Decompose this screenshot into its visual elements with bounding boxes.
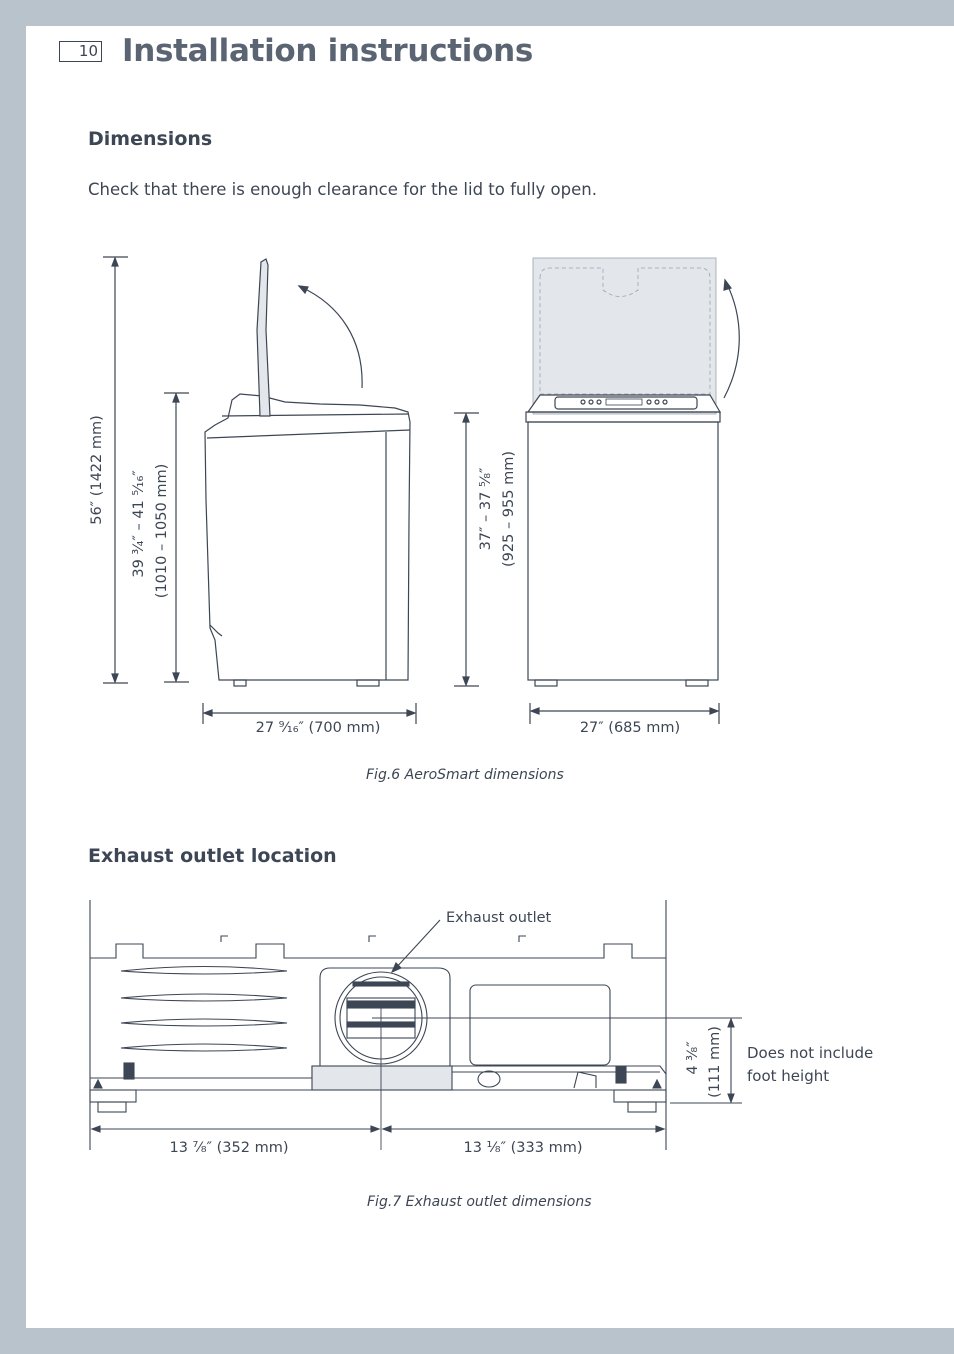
- dimensions-heading: Dimensions: [88, 128, 213, 150]
- right-distance-label: 13 ¹⁄₈″ (333 mm): [464, 1140, 583, 1156]
- depth-label: 27 ⁹⁄₁₆″ (700 mm): [256, 720, 381, 736]
- page-title: Installation instructions: [122, 33, 534, 69]
- side-height-imperial-label: 39 ³⁄₄″ – 41 ⁵⁄₁₆″: [131, 470, 147, 578]
- exhaust-outlet-label: Exhaust outlet: [446, 910, 552, 926]
- exhaust-heading: Exhaust outlet location: [88, 845, 337, 867]
- washer-rear-base: [89, 900, 667, 1150]
- foot-height-note-line1: Does not include: [747, 1044, 873, 1062]
- exhaust-outlet-callout: [390, 919, 441, 974]
- width-label: 27″ (685 mm): [580, 720, 680, 736]
- figure-6-caption: Fig.6 AeroSmart dimensions: [366, 767, 564, 783]
- total-height-dimension-line: [103, 256, 128, 684]
- side-height-dimension-line: [164, 392, 189, 683]
- front-height-metric-label: (925 – 955 mm): [501, 451, 517, 567]
- outlet-height-metric-label: (111 mm): [707, 1026, 723, 1098]
- total-height-label: 56″ (1422 mm): [89, 415, 105, 525]
- figure-7-caption: Fig.7 Exhaust outlet dimensions: [367, 1194, 592, 1210]
- width-dimension-line: [529, 703, 720, 724]
- front-height-imperial-label: 37″ – 37 ⁵⁄₈″: [478, 467, 494, 550]
- right-distance-dimension-line: [381, 1125, 666, 1133]
- foot-height-note-line2: foot height: [747, 1067, 829, 1085]
- washer-side-view: [204, 258, 411, 687]
- outlet-centerlines: [372, 1008, 742, 1150]
- page-number: 10: [59, 41, 102, 62]
- left-distance-dimension-line: [90, 1125, 381, 1133]
- washer-front-view: [525, 257, 740, 687]
- outlet-height-label: 4 ³⁄₈″: [685, 1041, 701, 1075]
- side-height-metric-label: (1010 – 1050 mm): [154, 464, 170, 598]
- page-frame-bottom: [0, 1328, 954, 1354]
- front-height-dimension-line: [454, 412, 479, 687]
- outlet-height-dimension-line: [727, 1017, 735, 1104]
- page-frame-left: [0, 0, 26, 1354]
- left-distance-label: 13 ⁷⁄₈″ (352 mm): [170, 1140, 289, 1156]
- depth-dimension-line: [202, 703, 417, 724]
- page-frame-top: [0, 0, 954, 26]
- dimensions-intro: Check that there is enough clearance for…: [88, 180, 597, 199]
